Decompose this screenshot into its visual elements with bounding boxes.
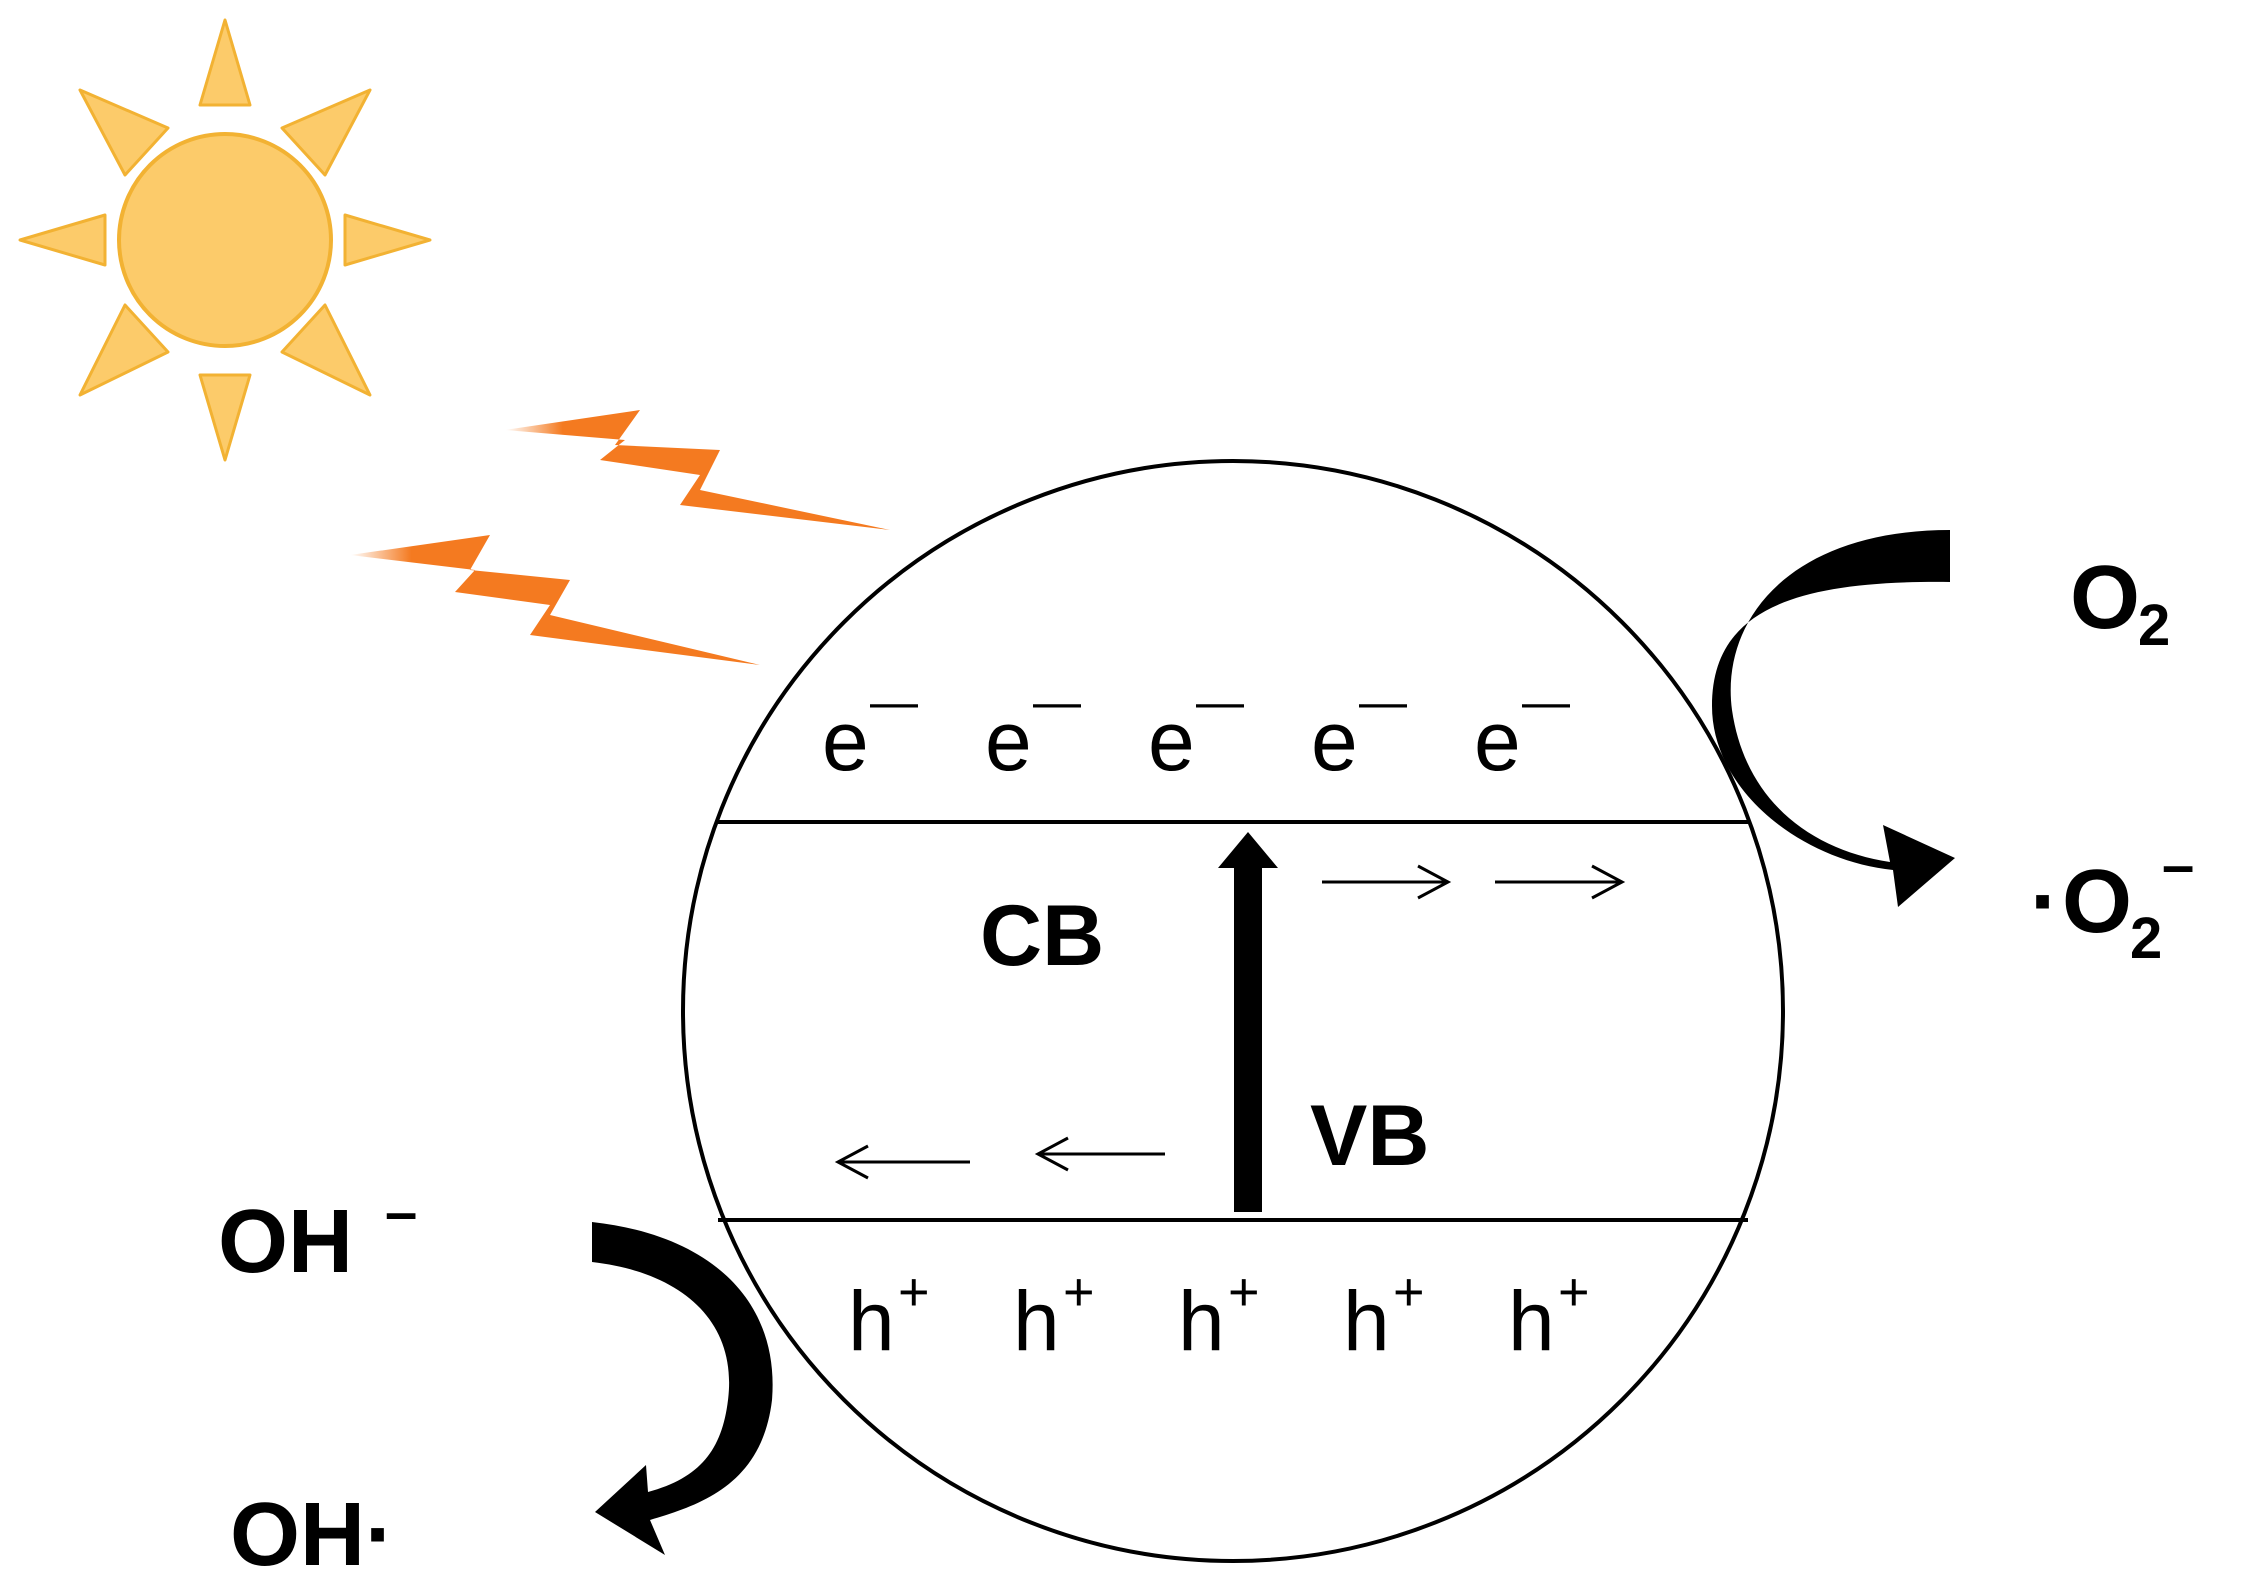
hole-charge: +: [1558, 1262, 1590, 1322]
svg-text:O: O: [2070, 548, 2140, 648]
excitation-arrow-icon: [1218, 832, 1278, 1212]
svg-text:·: ·: [2030, 852, 2060, 952]
semiconductor-particle: [681, 459, 1785, 1563]
svg-text:–: –: [385, 1180, 417, 1245]
lightning-bolt-lower: [350, 535, 760, 665]
hole-label: h: [1508, 1274, 1555, 1368]
electron-label: e: [1148, 694, 1195, 788]
oxygen-label: O 2: [2070, 548, 2170, 658]
hole-label: h: [1178, 1274, 1225, 1368]
electron-label: e: [1311, 694, 1358, 788]
arrow-right-icon: [1495, 864, 1626, 900]
svg-text:2: 2: [2138, 593, 2170, 658]
arrow-right-icon: [1322, 864, 1452, 900]
oxidation-arrow-icon: [592, 1222, 773, 1555]
hole-label: h: [848, 1274, 895, 1368]
cb-label: CB: [980, 888, 1104, 984]
hole-label: h: [1013, 1274, 1060, 1368]
reduction-arrow-icon: [1712, 530, 1955, 907]
electron-charge: —: [1522, 676, 1570, 729]
electron-charge: —: [1196, 676, 1244, 729]
hole-charge: +: [898, 1262, 930, 1322]
hole-label: h: [1343, 1274, 1390, 1368]
svg-text:OH: OH: [218, 1192, 353, 1292]
arrow-left-icon: [1034, 1136, 1165, 1172]
lightning-bolt-upper: [505, 410, 890, 530]
hole-charge: +: [1063, 1262, 1095, 1322]
hole-migration-arrows: [834, 1136, 1165, 1180]
electron-label: e: [1474, 694, 1521, 788]
svg-text:2: 2: [2130, 906, 2162, 971]
hole-charge: +: [1228, 1262, 1260, 1322]
svg-text:–: –: [2162, 833, 2194, 898]
electron-charge: —: [1033, 676, 1081, 729]
hydroxyl-radical-label: OH·: [230, 1485, 395, 1585]
lightning-icon: [350, 410, 890, 665]
hole-charge: +: [1393, 1262, 1425, 1322]
electron-charge: —: [1359, 676, 1407, 729]
sun-icon: [18, 18, 432, 462]
arrow-left-icon: [834, 1144, 970, 1180]
electron-label: e: [822, 694, 869, 788]
hydroxide-label: OH –: [218, 1180, 417, 1292]
electron-charge: —: [870, 676, 918, 729]
vb-label: VB: [1310, 1088, 1429, 1184]
electron-label: e: [985, 694, 1032, 788]
svg-text:O: O: [2062, 852, 2132, 952]
hole-row: h + h + h + h + h +: [848, 1262, 1590, 1368]
electron-row: e — e — e — e — e —: [822, 676, 1570, 788]
electron-migration-arrows: [1322, 864, 1626, 900]
superoxide-radical-label: · O 2 –: [2030, 833, 2194, 971]
